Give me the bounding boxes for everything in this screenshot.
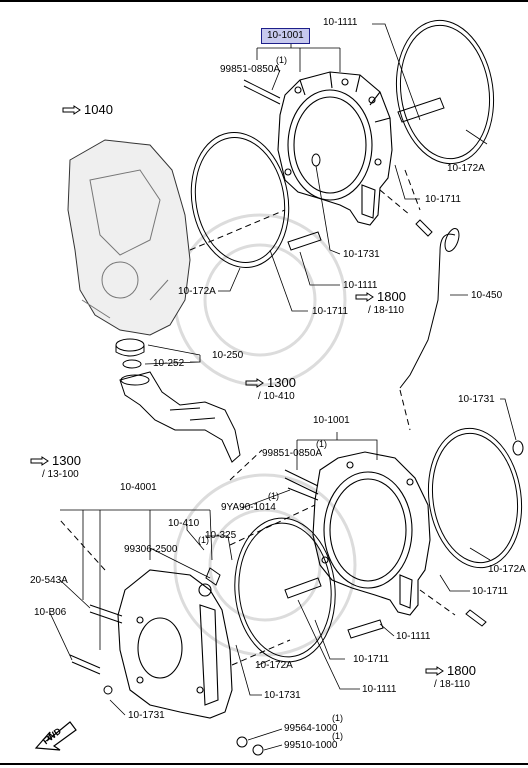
- top-rule: [0, 0, 528, 2]
- part-10-250[interactable]: 10-250: [212, 350, 244, 361]
- part-10-172A[interactable]: 10-172A: [255, 660, 293, 671]
- qty-label: (1): [276, 55, 287, 65]
- ref-sub: / 18-110: [368, 305, 404, 316]
- filler-pipe: [119, 371, 241, 463]
- bottom-rule: [0, 763, 528, 765]
- pointing-hand-icon: [425, 666, 444, 676]
- part-10-1001[interactable]: 10-1001: [313, 415, 350, 426]
- part-10-172A[interactable]: 10-172A: [178, 286, 216, 297]
- watermark-emblem: [173, 213, 357, 657]
- dowel-mid: [287, 231, 322, 251]
- rear-housing: [117, 569, 233, 719]
- part-9YA90-1014[interactable]: 9YA90-1014: [221, 502, 276, 513]
- pointing-hand-icon: [355, 292, 374, 302]
- part-10-172A[interactable]: 10-172A: [447, 163, 485, 174]
- part-20-543A[interactable]: 20-543A: [30, 575, 68, 586]
- leader-dashed-bottom: [59, 389, 456, 666]
- part-10-1111[interactable]: 10-1111: [323, 17, 358, 28]
- ref-sub: / 10-410: [258, 391, 295, 402]
- dipstick: [399, 233, 456, 389]
- dowel-bottom-1: [284, 577, 322, 599]
- dowel-bottom-2: [347, 619, 384, 639]
- part-10-4001[interactable]: 10-4001: [120, 482, 157, 493]
- part-10-1001-highlight[interactable]: 10-1001: [261, 28, 310, 44]
- ref-sub: / 13-100: [42, 469, 79, 480]
- part-10-1111[interactable]: 10-1111: [362, 684, 397, 695]
- part-10-410[interactable]: 10-410: [168, 518, 200, 529]
- leader-dashed-top: [189, 169, 421, 251]
- part-10-1731[interactable]: 10-1731: [458, 394, 495, 405]
- ref-1040[interactable]: 1040: [62, 103, 113, 117]
- part-10-1111[interactable]: 10-1111: [343, 280, 378, 291]
- part-10-1731[interactable]: 10-1731: [343, 249, 380, 260]
- ref-1300[interactable]: 1300: [245, 376, 296, 390]
- part-99851-0850A[interactable]: 99851-0850A: [262, 448, 323, 459]
- part-10-252[interactable]: 10-252: [153, 358, 185, 369]
- part-10-1731[interactable]: 10-1731: [128, 710, 165, 721]
- bolt-99564: [236, 736, 248, 748]
- dowel-top: [397, 97, 445, 123]
- part-10-B06[interactable]: 10-B06: [34, 607, 67, 618]
- ref-1800[interactable]: 1800: [425, 664, 476, 678]
- seal-ring-top-right: [395, 19, 495, 165]
- ref-1300[interactable]: 1300: [30, 454, 81, 468]
- front-housing-details: [81, 169, 169, 319]
- qty-label: (1): [198, 535, 209, 545]
- part-10-325[interactable]: 10-325: [205, 530, 237, 541]
- studs-bottom: [284, 469, 319, 501]
- part-10-1711[interactable]: 10-1711: [472, 586, 508, 597]
- part-10-1711[interactable]: 10-1711: [425, 194, 461, 205]
- part-99564-1000[interactable]: 99564-1000: [284, 723, 338, 734]
- qty-label: (1): [316, 439, 327, 449]
- seal-ring-bottom-left: [234, 517, 336, 663]
- oil-filler-cap: [115, 338, 145, 369]
- part-10-172A[interactable]: 10-172A: [488, 564, 526, 575]
- qty-label: (1): [332, 713, 343, 723]
- seal-ring-left: [190, 132, 290, 268]
- part-99510-1000[interactable]: 99510-1000: [284, 740, 338, 751]
- fwd-arrow: [34, 721, 77, 751]
- dipstick-tube-seal: [415, 219, 433, 237]
- callout-lines: [49, 23, 517, 751]
- qty-label: (1): [332, 731, 343, 741]
- bolt-99510: [252, 744, 264, 756]
- rotor-housing-bottom: [312, 451, 431, 616]
- part-10-1731[interactable]: 10-1731: [264, 690, 301, 701]
- stud-top: [243, 79, 281, 105]
- front-housing: [67, 139, 191, 336]
- ref-1800[interactable]: 1800: [355, 290, 406, 304]
- part-10-1711[interactable]: 10-1711: [312, 306, 348, 317]
- stud-rear-1: [89, 604, 123, 624]
- rotor-housing-top: [277, 71, 393, 226]
- seal-ring-bottom-right: [427, 427, 523, 569]
- qty-label: (1): [268, 491, 279, 501]
- pointing-hand-icon: [245, 378, 264, 388]
- ref-sub: / 18-110: [434, 679, 470, 690]
- part-99306-2500[interactable]: 99306-2500: [124, 544, 178, 555]
- part-10-1711[interactable]: 10-1711: [353, 654, 389, 665]
- o-ring-bottom-left: [103, 685, 113, 695]
- part-10-450[interactable]: 10-450: [471, 290, 503, 301]
- stud-rear-2: [69, 654, 101, 675]
- part-10-1111[interactable]: 10-1111: [396, 631, 431, 642]
- sensor-bottom-right: [465, 609, 487, 627]
- part-99851-0850A[interactable]: 99851-0850A: [220, 64, 281, 75]
- pointing-hand-icon: [30, 456, 49, 466]
- plug-99306: [205, 567, 221, 586]
- pointing-hand-icon: [62, 105, 81, 115]
